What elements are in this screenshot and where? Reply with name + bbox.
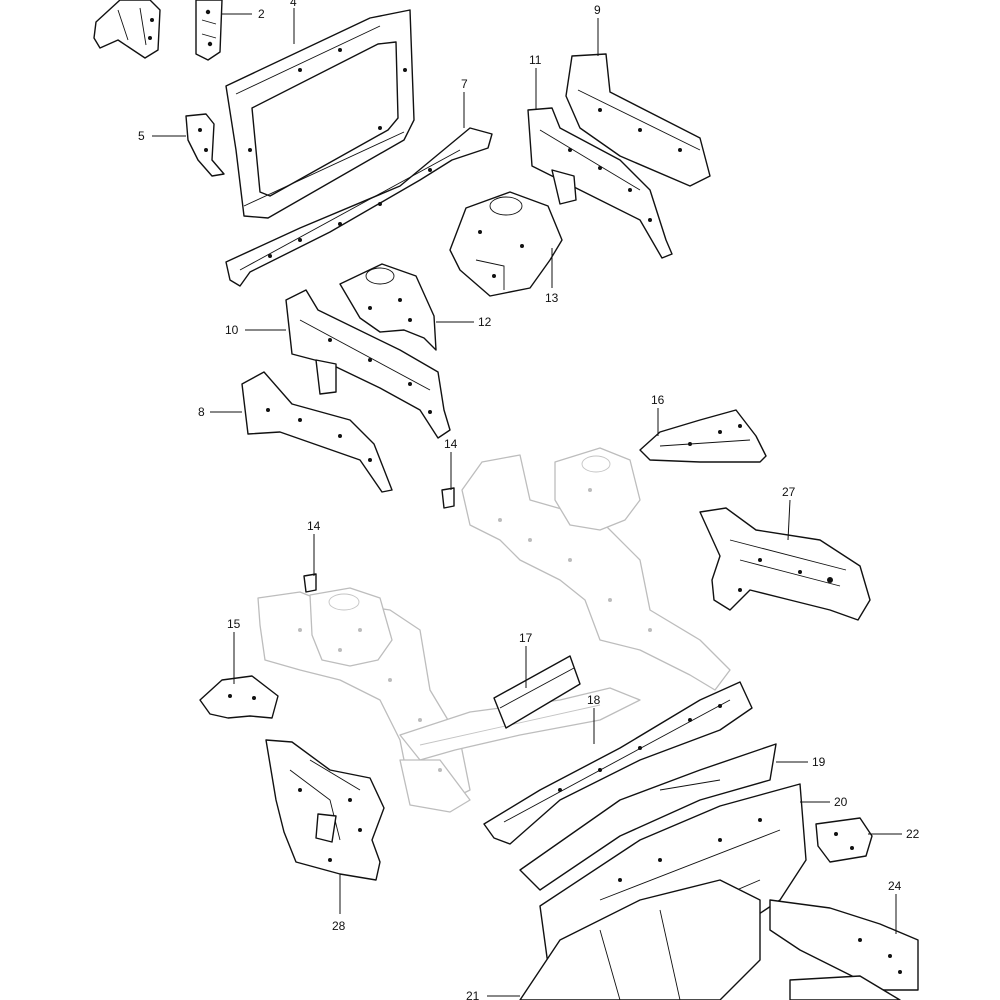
- callout-20: 20: [834, 795, 848, 809]
- part-17-plate: [493, 655, 581, 729]
- part-12-strut-tower-left: [339, 263, 437, 351]
- part-24-floor-rail: [769, 899, 919, 1000]
- callout-17: 17: [519, 631, 533, 645]
- part-22-bracket: [815, 817, 873, 863]
- part-16-bracket: [639, 409, 767, 463]
- callout-28: 28: [332, 919, 346, 933]
- part-18-cowl-panel: [483, 681, 753, 845]
- part-19-dash-upper: [519, 743, 777, 891]
- callout-22: 22: [906, 827, 920, 841]
- callout-labels: 2 4 5 7 8 9 10 11 12 13 14 14 15 16 17 1…: [138, 0, 920, 1000]
- callout-11: 11: [529, 53, 542, 67]
- callout-19: 19: [812, 755, 826, 769]
- callout-18: 18: [587, 693, 601, 707]
- callout-14b: 14: [307, 519, 321, 533]
- part-11-front-rail-right: [527, 107, 673, 259]
- callout-15: 15: [227, 617, 241, 631]
- part-4-radiator-support: [225, 9, 415, 219]
- leader-lines: [152, 8, 902, 997]
- part-15-mount: [199, 675, 279, 719]
- part-21-floor-front: [519, 879, 761, 1000]
- part-27-wheelhouse-right: [699, 507, 871, 621]
- callout-9: 9: [594, 3, 601, 17]
- part-14-clip-b: [303, 573, 317, 593]
- callout-24: 24: [888, 879, 902, 893]
- ghost-frame-assembly: [257, 447, 731, 813]
- callout-4: 4: [290, 0, 297, 9]
- callout-10: 10: [225, 323, 239, 337]
- callout-12: 12: [478, 315, 492, 329]
- part-8-apron-left: [241, 371, 393, 493]
- callout-14a: 14: [444, 437, 458, 451]
- callout-8: 8: [198, 405, 205, 419]
- part-13-strut-tower-right: [449, 191, 563, 297]
- part-9-upper-rail: [565, 53, 711, 187]
- callout-5: 5: [138, 129, 145, 143]
- part-10-front-rail-left: [285, 289, 451, 439]
- callout-21: 21: [466, 989, 480, 1000]
- part-2-bracket: [195, 0, 223, 61]
- callout-13: 13: [545, 291, 559, 305]
- part-14-clip-a: [441, 487, 455, 509]
- part-bracket-top-left: [93, 0, 161, 59]
- part-28-wheelhouse-left: [265, 739, 385, 881]
- callout-16: 16: [651, 393, 665, 407]
- part-7-tie-bar: [225, 127, 493, 287]
- callout-2: 2: [258, 7, 265, 21]
- callout-27: 27: [782, 485, 796, 499]
- part-5-gusset: [185, 113, 225, 177]
- callout-7: 7: [461, 77, 468, 91]
